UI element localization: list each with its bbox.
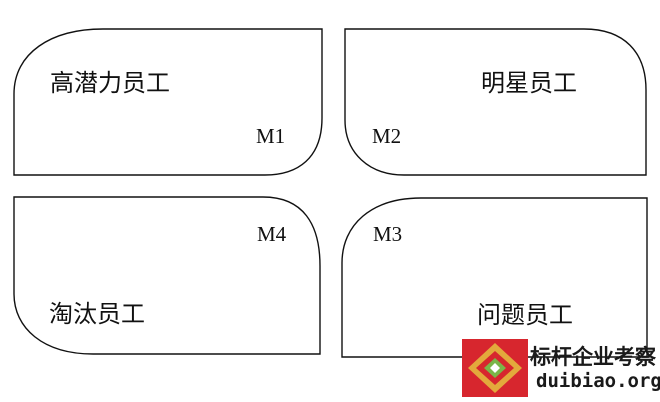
quadrant-m4-code: M4 [257,222,287,246]
quadrant-m2: 明星员工 M2 [344,28,648,176]
quadrant-m3-shape [341,197,648,358]
quadrant-m1-code: M1 [256,124,286,148]
quadrant-m3-code: M3 [373,222,403,246]
quadrant-m4-label: 淘汰员工 [49,300,145,328]
watermark-name: 标杆企业考察 [530,345,656,369]
watermark-logo: 标杆企业考察 duibiao.org [462,337,660,397]
diamond-logo-icon [462,339,528,397]
quadrant-m2-code: M2 [372,124,402,148]
quadrant-m4-shape [13,196,321,355]
quadrant-m2-label: 明星员工 [481,69,577,97]
quadrant-m3: M3 问题员工 [341,197,648,359]
quadrant-m1: 高潜力员工 M1 [13,28,323,176]
quadrant-m1-label: 高潜力员工 [50,69,170,97]
watermark-url: duibiao.org [536,370,660,392]
quadrant-m1-shape [13,28,323,176]
quadrant-m3-label: 问题员工 [477,301,573,329]
quadrant-m4: M4 淘汰员工 [13,196,321,356]
quadrant-m2-shape [344,28,647,176]
